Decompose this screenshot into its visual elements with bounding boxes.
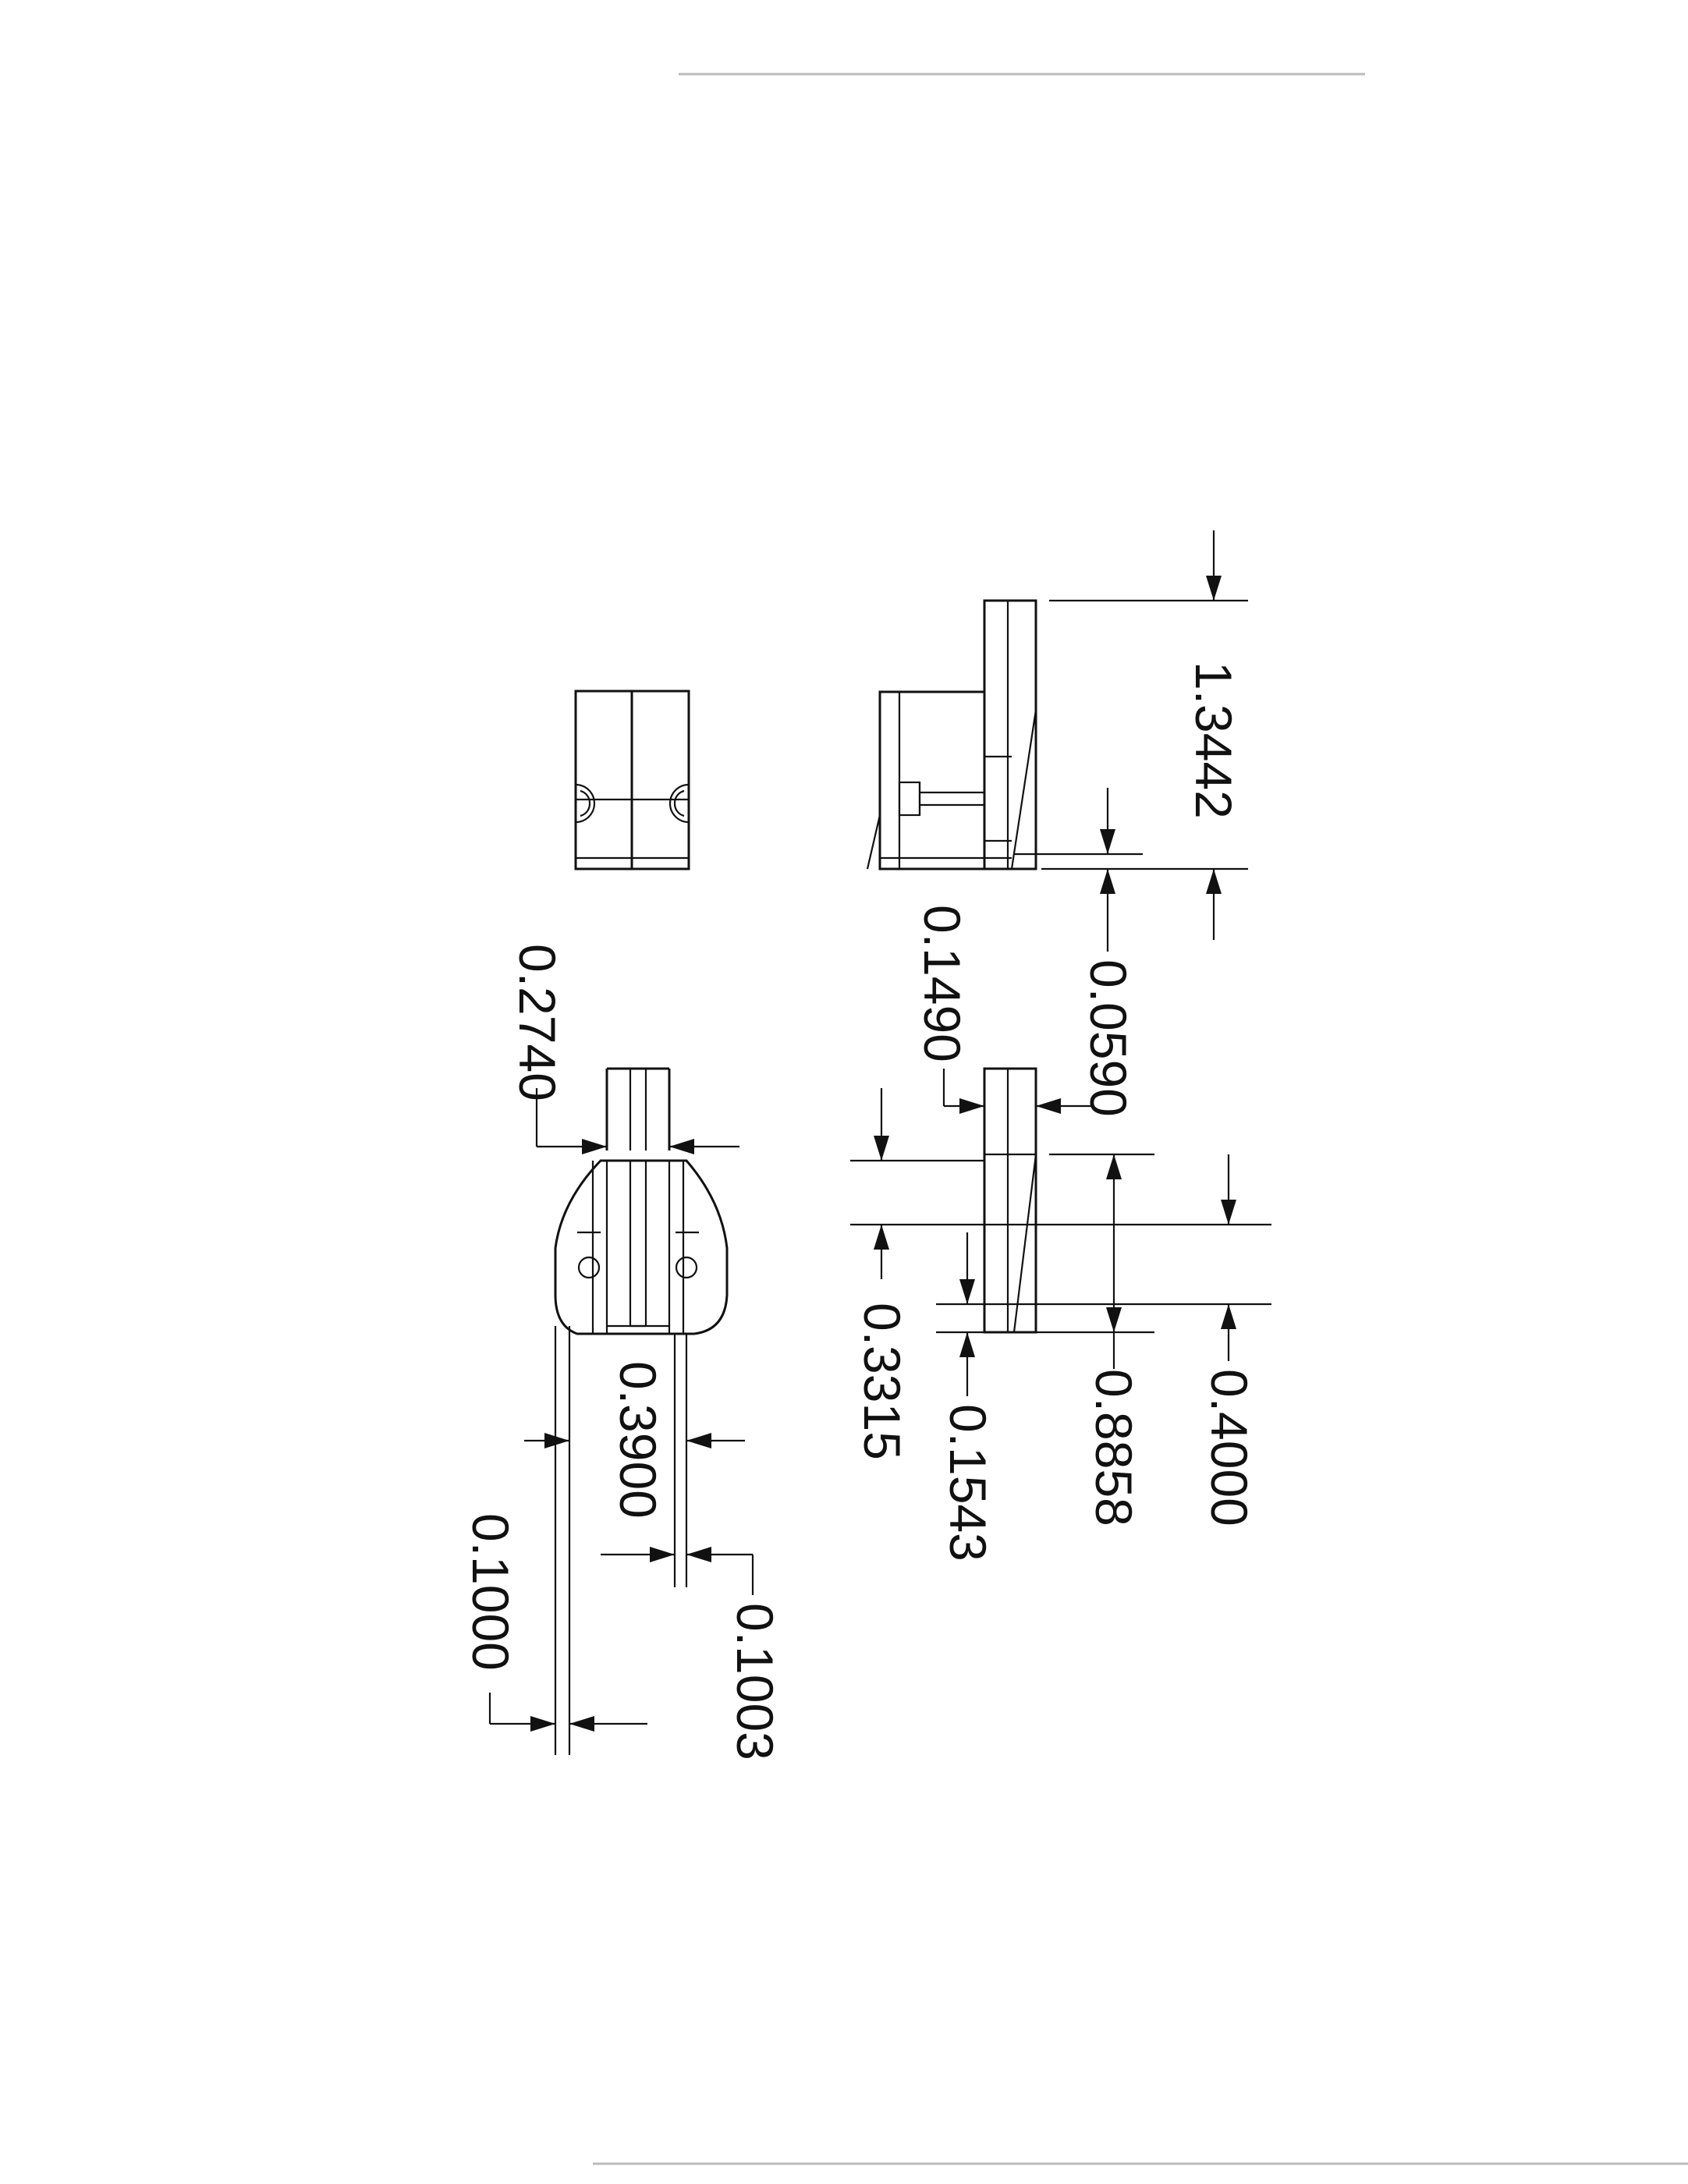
dim-label-right-flange: 0.1003 [726, 1603, 784, 1760]
dim-base-width: 0.3900 [524, 1361, 745, 1519]
dim-side-height: 0.8858 [1085, 1154, 1143, 1526]
dim-label-top-offset: 0.3315 [853, 1303, 911, 1460]
dim-tip-thickness: 0.1543 [939, 1232, 997, 1562]
side-view-bracket [866, 599, 1037, 870]
dim-top-offset: 0.3315 [853, 1088, 911, 1460]
dim-throat-width: 0.2740 [509, 944, 739, 1154]
dim-left-flange: 0.1000 [462, 1513, 647, 1732]
top-view-block [574, 690, 690, 870]
dim-lip-depth: 0.1490 [913, 905, 1092, 1114]
dim-right-flange: 0.1003 [601, 1547, 784, 1760]
wedge-view [983, 1067, 1037, 1334]
dim-bevel-length: 0.4000 [1200, 1154, 1258, 1526]
dim-label-tab-offset: 0.0590 [1080, 959, 1137, 1117]
dim-label-base-width: 0.3900 [609, 1361, 667, 1519]
dim-label-left-flange: 0.1000 [462, 1513, 520, 1671]
dim-label-side-height: 0.8858 [1085, 1369, 1143, 1526]
dim-label-overall-height: 1.3442 [1185, 661, 1243, 819]
shoe-view [554, 1067, 729, 1755]
dim-tab-offset: 0.0590 [1014, 788, 1143, 1117]
dim-label-tip-thickness: 0.1543 [939, 1404, 997, 1562]
dim-label-bevel-length: 0.4000 [1200, 1369, 1258, 1526]
dim-overall-height: 1.3442 [1041, 530, 1248, 940]
dim-label-throat-width: 0.2740 [509, 944, 566, 1101]
dim-label-lip-depth: 0.1490 [913, 905, 971, 1062]
